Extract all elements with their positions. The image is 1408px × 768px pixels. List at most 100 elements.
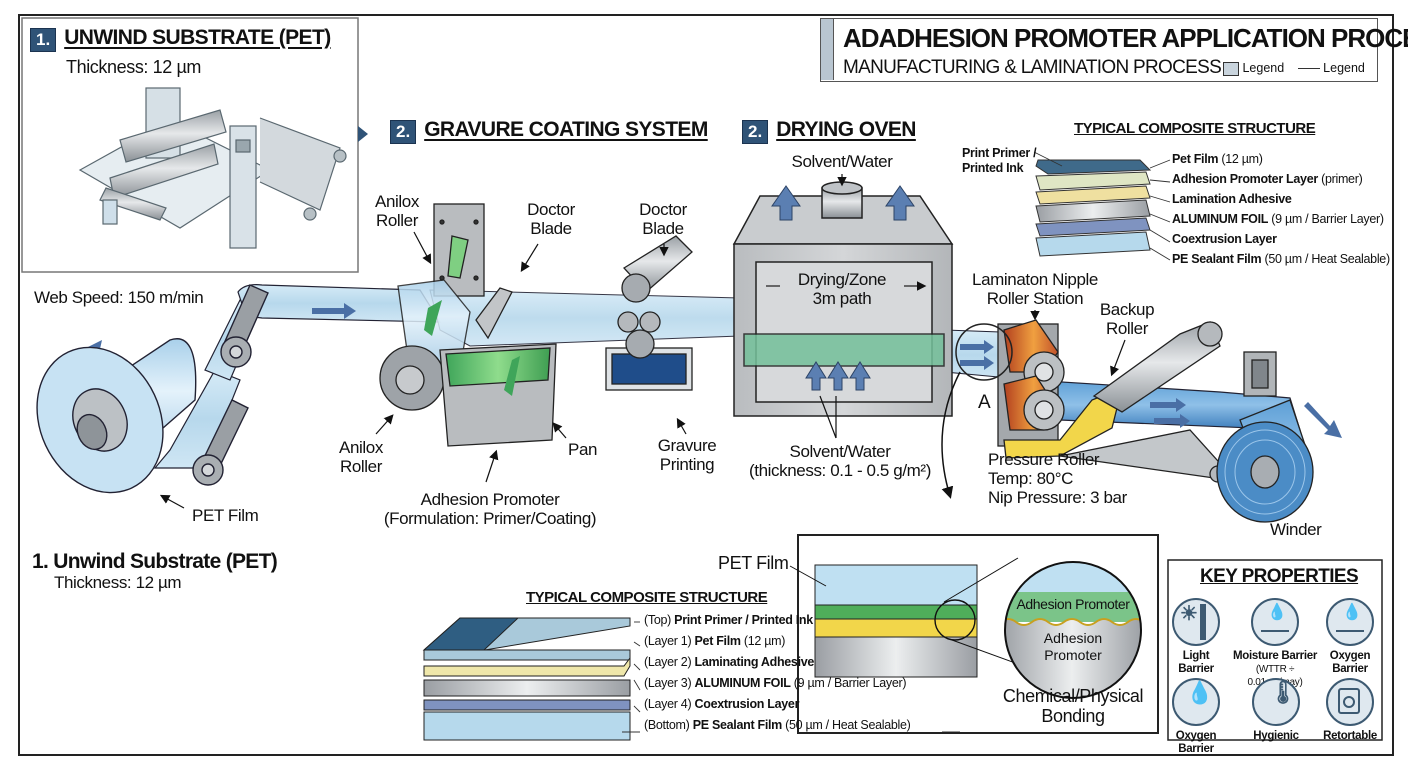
composite-top-layer: PE Sealant Film (50 µm / Heat Sealable) bbox=[1172, 252, 1390, 266]
step-gravure-heading: 2. GRAVURE COATING SYSTEM bbox=[390, 118, 708, 144]
light-barrier-icon: ☀ bbox=[1172, 598, 1220, 646]
composite-stack-top bbox=[1035, 159, 1152, 257]
idler-rollers bbox=[192, 284, 269, 486]
step-oven-heading: 2. DRYING OVEN bbox=[742, 118, 916, 144]
key-property-light-barrier: ☀ Light Barrier bbox=[1156, 598, 1236, 676]
composite-bottom-layer: (Bottom) PE Sealant Film (50 µm / Heat S… bbox=[644, 718, 911, 732]
oxygen-drop-icon: 💧 bbox=[1172, 678, 1220, 726]
composite-top-layer: ALUMINUM FOIL (9 µm / Barrier Layer) bbox=[1172, 212, 1384, 226]
bonding-detail-box bbox=[797, 534, 1159, 734]
zoom-adhesion-promoter-bottom: Adhesion Promoter bbox=[1043, 630, 1103, 663]
step-number-badge: 2. bbox=[742, 119, 769, 144]
page-subtitle: MANUFACTURING & LAMINATION PROCESS bbox=[843, 57, 1222, 78]
composite-bottom-layer: (Layer 2) Laminating Adhesive bbox=[644, 655, 815, 669]
exhaust-arrow-icon bbox=[771, 185, 801, 221]
step-unwind-thickness: Thickness: 12 µm bbox=[66, 57, 202, 77]
winder-label: Winder bbox=[1270, 520, 1322, 539]
key-property-hygienic: 🌡 Hygienic bbox=[1252, 678, 1300, 742]
airflow-arrow-icon bbox=[805, 361, 827, 391]
oxygen-barrier-icon: 💧 bbox=[1326, 598, 1374, 646]
exhaust-arrow-icon bbox=[885, 185, 915, 221]
composite-bottom-title: TYPICAL COMPOSITE STRUCTURE bbox=[526, 589, 768, 606]
zoom-adhesion-promoter-top: Adhesion Promoter bbox=[1016, 596, 1130, 612]
pet-film-label: PET Film bbox=[192, 506, 259, 525]
composite-bottom-layer: (Top) Print Primer / Printed Ink bbox=[644, 613, 813, 627]
bonding-caption: Chemical/Physical Bonding bbox=[1002, 686, 1144, 726]
adhesion-promoter-label: Adhesion Promoter(Formulation: Primer/Co… bbox=[383, 490, 597, 528]
composite-top-leaders bbox=[1033, 151, 1171, 261]
composite-top-layer: Adhesion Promoter Layer (primer) bbox=[1172, 172, 1363, 186]
header-accent-bar bbox=[821, 19, 834, 80]
key-property-retortable: Retortable bbox=[1310, 678, 1390, 743]
composite-stack-bottom bbox=[422, 617, 631, 741]
legend: Legend Legend bbox=[1223, 61, 1365, 76]
composite-top-layer: Coextrusion Layer bbox=[1172, 232, 1277, 246]
flow-arrow-icon bbox=[960, 356, 994, 370]
composite-top-layer: Pet Film (12 µm) bbox=[1172, 152, 1263, 166]
flow-arrow-icon bbox=[312, 303, 356, 319]
legend-line-swatch bbox=[1297, 68, 1320, 70]
composite-bottom-layer: (Layer 3) ALUMINUM FOIL (9 µm / Barrier … bbox=[644, 676, 907, 690]
inset-pointer-icon bbox=[358, 126, 368, 142]
composite-top-title: TYPICAL COMPOSITE STRUCTURE bbox=[1074, 120, 1316, 137]
airflow-arrow-icon bbox=[827, 361, 849, 391]
flow-arrow-icon bbox=[1154, 414, 1190, 428]
airflow-arrow-icon bbox=[849, 361, 871, 391]
winder bbox=[1216, 351, 1314, 523]
diagram-frame bbox=[18, 14, 1394, 756]
composite-top-left-label: Print Primer / Printed Ink bbox=[962, 146, 1037, 175]
flow-arrow-icon bbox=[1150, 398, 1186, 412]
thermometer-icon: 🌡 bbox=[1252, 678, 1300, 726]
unwind-caption-thickness: Thickness: 12 µm bbox=[54, 573, 182, 592]
composite-bottom-layer: (Layer 4) Coextrusion Layer bbox=[644, 697, 800, 711]
key-properties-title: KEY PROPERTIES bbox=[1200, 566, 1359, 587]
leader-lines bbox=[159, 174, 1126, 509]
bonding-cross-section bbox=[789, 557, 1041, 678]
oven-exhaust-label: Solvent/Water bbox=[791, 152, 893, 171]
composite-bottom-layer-list: (Top) Print Primer / Printed Ink (Layer … bbox=[644, 613, 911, 739]
legend-box-swatch bbox=[1223, 61, 1239, 76]
unwind-machine-sketch bbox=[78, 87, 347, 249]
step-title: UNWIND SUBSTRATE (PET) bbox=[64, 26, 331, 49]
composite-top-layer-list: Pet Film (12 µm) Adhesion Promoter Layer… bbox=[1172, 152, 1390, 272]
step-title: DRYING OVEN bbox=[776, 118, 916, 141]
web-speed-label: Web Speed: 150 m/min bbox=[34, 288, 204, 307]
unwind-caption-title: 1. Unwind Substrate (PET) bbox=[32, 550, 278, 573]
unwind-roll bbox=[36, 338, 197, 494]
legend-box-label: Legend bbox=[1242, 61, 1285, 75]
page-title: ADADHESION PROMOTER APPLICATION PROCESS: bbox=[843, 23, 1408, 53]
gravure-coater bbox=[379, 203, 693, 447]
composite-top-layer: Lamination Adhesive bbox=[1172, 192, 1292, 206]
step-number-badge: 1. bbox=[30, 27, 57, 52]
header-title-box: ADADHESION PROMOTER APPLICATION PROCESS:… bbox=[820, 18, 1408, 82]
key-property-oxygen-barrier-2: 💧 Oxygen Barrier bbox=[1156, 678, 1236, 756]
step-number-badge: 2. bbox=[390, 119, 417, 144]
key-property-oxygen-barrier: 💧 Oxygen Barrier bbox=[1310, 598, 1390, 676]
detail-marker-a: A bbox=[978, 392, 991, 413]
winder-direction-arrow-icon bbox=[1304, 402, 1342, 438]
step-title: GRAVURE COATING SYSTEM bbox=[424, 118, 708, 141]
pan-label: Pan bbox=[568, 440, 598, 459]
pressure-roller-label: Pressure Roller Temp: 80°C Nip Pressure:… bbox=[988, 450, 1127, 507]
legend-line-label: Legend bbox=[1323, 61, 1365, 75]
oven-air-arrows bbox=[771, 185, 915, 391]
bonding-pet-film-label: PET Film bbox=[718, 553, 789, 573]
step-unwind-heading: 1. UNWIND SUBSTRATE (PET) bbox=[30, 26, 331, 52]
retort-machine-icon bbox=[1326, 678, 1374, 726]
moisture-barrier-icon: 💧 bbox=[1251, 598, 1299, 646]
key-properties-box bbox=[1167, 559, 1383, 741]
solvent-water-label: Solvent/Water(thickness: 0.1 - 0.5 g/m²) bbox=[749, 442, 931, 480]
composite-bottom-layer: (Layer 1) Pet Film (12 µm) bbox=[644, 634, 786, 648]
lamination-nip-station bbox=[941, 319, 1227, 499]
key-property-moisture-barrier: 💧 Moisture Barrier (WTTR ÷ 0.01gm/may) bbox=[1230, 598, 1320, 689]
flow-arrow-icon bbox=[960, 340, 994, 354]
